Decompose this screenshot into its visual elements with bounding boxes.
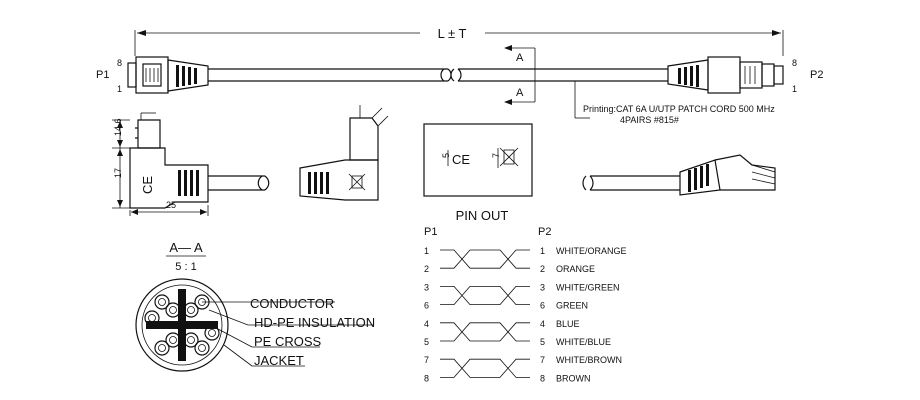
certification-box: CE 5 7 — [423, 123, 533, 197]
weee-bin-icon — [348, 173, 366, 191]
pin-p1-number: 1 — [424, 246, 429, 256]
section-title: A— A — [169, 240, 203, 255]
length-dimension: L ± T — [134, 26, 784, 56]
twisted-pair-wire — [440, 286, 530, 305]
pin-color-label: BLUE — [556, 319, 580, 329]
p2-side-ribs — [688, 164, 709, 192]
p2-connector — [667, 56, 784, 94]
pin-color-label: BROWN — [556, 373, 591, 383]
p1-pin-bottom: 1 — [117, 84, 122, 94]
pin-p1-number: 4 — [424, 319, 429, 329]
twisted-pair-wire — [440, 286, 530, 305]
printing-leader — [574, 81, 590, 119]
p2-pin-top: 8 — [792, 58, 797, 68]
side-view-p2 — [582, 154, 776, 196]
twisted-pair-wire — [440, 358, 530, 378]
p2-pin-bottom: 1 — [792, 84, 797, 94]
pinout-title: PIN OUT — [456, 208, 509, 223]
side-view-p1: CE 14.6 17 25 — [112, 112, 270, 216]
angled-ribs — [308, 172, 329, 194]
pin-p1-number: 7 — [424, 355, 429, 365]
ce-mark-side: CE — [140, 176, 155, 194]
pin-p2-number: 8 — [540, 373, 545, 383]
pinout-rows: 1 1 WHITE/ORANGE 2 2 ORANGE 3 3 WHITE/GREEN 6 6 GRE… — [424, 246, 627, 383]
label-jacket: JACKET — [254, 353, 304, 368]
p1-boot-ribs — [176, 65, 197, 87]
printing-line-1: Printing:CAT 6A U/UTP PATCH CORD 500 MHz — [583, 104, 775, 114]
pinout-wires — [440, 249, 530, 378]
pin-p1-number: 8 — [424, 373, 429, 383]
pin-p1-number: 5 — [424, 337, 429, 347]
pin-color-label: ORANGE — [556, 264, 595, 274]
section-marker-bottom: A — [516, 87, 524, 99]
cable-cross-section: CONDUCTOR HD-PE INSULATION PE CROSS JACK… — [135, 278, 375, 372]
pin-p2-number: 6 — [540, 301, 545, 311]
cross-section-leaders — [202, 301, 373, 367]
cable-assembly: P1 8 1 A A — [96, 45, 823, 125]
twisted-pair-wire — [440, 358, 530, 378]
pin-p2-number: 7 — [540, 355, 545, 365]
pin-p2-number: 5 — [540, 337, 545, 347]
side-view-ribs — [178, 170, 199, 196]
pin-p2-number: 3 — [540, 282, 545, 292]
pin-p1-number: 3 — [424, 282, 429, 292]
pin-color-label: WHITE/ORANGE — [556, 246, 627, 256]
section-title-block: A— A 5 : 1 — [166, 240, 206, 273]
twisted-pair-wire — [440, 249, 530, 269]
pin-color-label: WHITE/GREEN — [556, 282, 620, 292]
pin-color-label: WHITE/BROWN — [556, 355, 622, 365]
pin-p2-number: 2 — [540, 264, 545, 274]
p2-boot-ribs — [678, 65, 699, 87]
p1-pin-top: 8 — [117, 58, 122, 68]
weee-bin-icon-box — [499, 147, 519, 167]
dim-width: 25 — [166, 200, 176, 210]
twisted-pair-wire — [440, 249, 530, 269]
label-conductor: CONDUCTOR — [250, 296, 334, 311]
cert-dim-right: 7 — [491, 153, 501, 158]
twisted-pair-wire — [440, 322, 530, 342]
pinout-right-header: P2 — [538, 226, 551, 238]
pin-p2-number: 1 — [540, 246, 545, 256]
dim-height-bottom: 17 — [113, 168, 123, 178]
p2-label: P2 — [810, 69, 823, 81]
ce-mark-box: CE — [452, 152, 470, 167]
section-scale: 5 : 1 — [175, 261, 196, 273]
cert-dim-left: 5 — [441, 153, 451, 158]
angled-connector-view — [299, 105, 389, 201]
pin-p2-number: 4 — [540, 319, 545, 329]
p1-label: P1 — [96, 69, 109, 81]
printing-line-2: 4PAIRS #815# — [620, 115, 679, 125]
p1-connector — [127, 56, 209, 94]
dim-height-top: 14.6 — [113, 118, 123, 136]
pinout-left-header: P1 — [424, 226, 437, 238]
pin-p1-number: 6 — [424, 301, 429, 311]
section-marker: A A — [504, 45, 536, 105]
pin-color-label: WHITE/BLUE — [556, 337, 611, 347]
section-marker-top: A — [516, 52, 524, 64]
pin-color-label: GREEN — [556, 301, 588, 311]
pin-p1-number: 2 — [424, 264, 429, 274]
label-pe-cross: PE CROSS — [254, 334, 322, 349]
cable — [208, 68, 668, 82]
twisted-pair-wire — [440, 322, 530, 342]
label-insulation: HD-PE INSULATION — [254, 315, 375, 330]
length-label: L ± T — [438, 26, 467, 41]
